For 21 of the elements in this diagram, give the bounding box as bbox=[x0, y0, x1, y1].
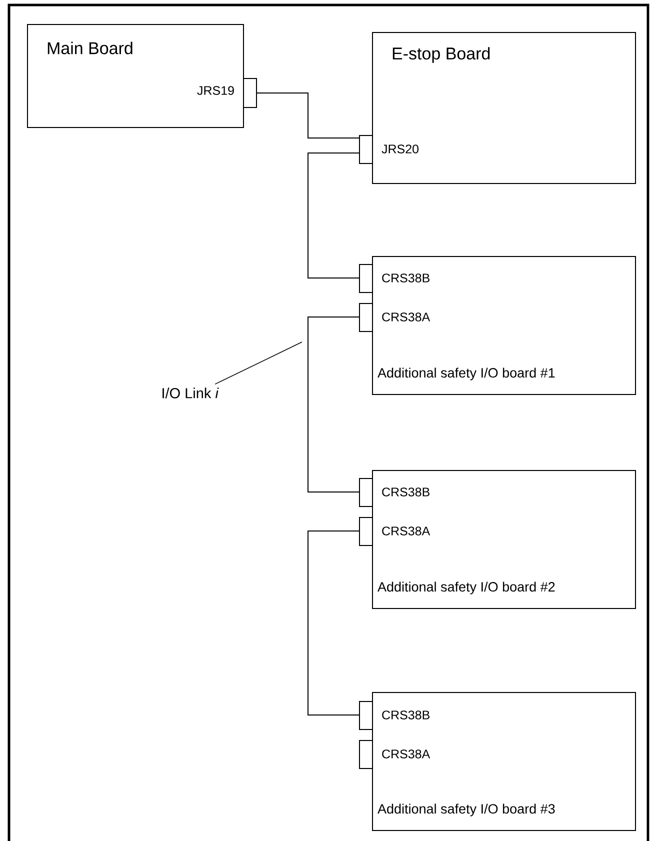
link-label: I/O Link i bbox=[162, 388, 219, 398]
connector-label: CRS38A bbox=[382, 526, 430, 536]
connector-tab bbox=[359, 517, 373, 546]
connector-label: JRS19 bbox=[197, 86, 234, 95]
cable-line bbox=[256, 92, 360, 138]
connector-label: CRS38B bbox=[382, 488, 430, 496]
connector-label: JRS20 bbox=[382, 144, 419, 154]
connector-tab bbox=[243, 78, 257, 108]
connector-tab bbox=[359, 478, 373, 507]
cable-line bbox=[308, 152, 360, 278]
connector-tab bbox=[359, 264, 373, 293]
cable-line bbox=[308, 530, 360, 716]
connector-label: CRS38B bbox=[382, 274, 430, 282]
connector-tab bbox=[359, 740, 373, 769]
connector-tab bbox=[359, 303, 373, 332]
connector-label: CRS38B bbox=[382, 710, 430, 720]
connector-label: CRS38A bbox=[382, 312, 430, 322]
cable-line bbox=[308, 316, 360, 492]
connector-label: CRS38A bbox=[382, 750, 430, 758]
connector-tab bbox=[359, 701, 373, 730]
connector-tab bbox=[359, 135, 373, 164]
